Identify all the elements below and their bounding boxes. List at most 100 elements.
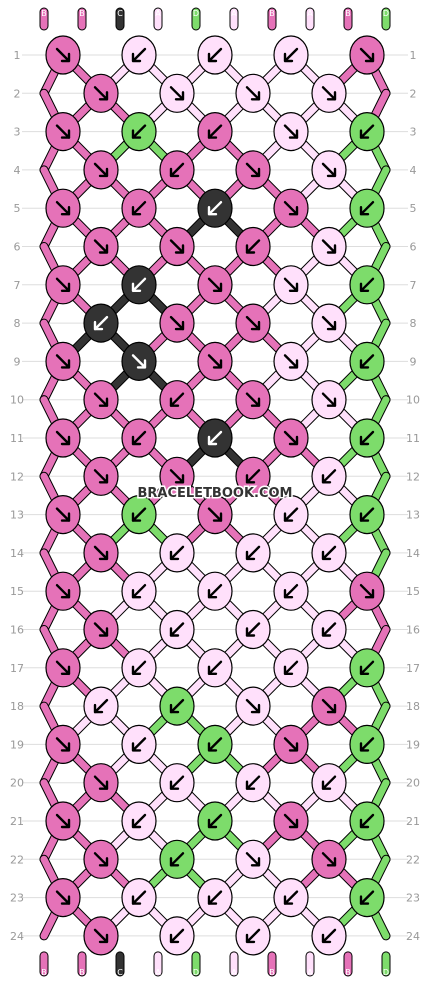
knot[interactable] [45, 341, 81, 381]
knot[interactable] [235, 456, 271, 496]
knot[interactable] [235, 839, 271, 879]
knot[interactable] [121, 494, 157, 535]
knot[interactable] [83, 763, 119, 803]
knot[interactable] [45, 494, 81, 535]
knot[interactable] [235, 303, 271, 343]
knot[interactable] [349, 877, 385, 918]
knot[interactable] [197, 188, 233, 228]
knot[interactable] [159, 456, 195, 496]
knot[interactable] [197, 35, 233, 75]
knot[interactable] [311, 226, 347, 267]
knot[interactable] [311, 456, 347, 496]
knot[interactable] [311, 303, 347, 343]
knot[interactable] [349, 801, 385, 841]
knot[interactable] [121, 112, 157, 152]
knot[interactable] [273, 418, 309, 458]
knot[interactable] [45, 35, 81, 75]
knot[interactable] [349, 35, 385, 75]
knot[interactable] [235, 916, 271, 956]
knot[interactable] [121, 648, 157, 688]
knot[interactable] [197, 648, 233, 688]
knot[interactable] [83, 150, 119, 190]
knot[interactable] [121, 265, 157, 305]
knot[interactable] [311, 609, 347, 650]
knot[interactable] [83, 380, 119, 420]
knot[interactable] [273, 112, 309, 152]
knot[interactable] [83, 533, 119, 573]
knot[interactable] [83, 609, 119, 650]
knot[interactable] [311, 380, 347, 420]
knot[interactable] [45, 724, 81, 765]
knot[interactable] [197, 112, 233, 152]
knot[interactable] [235, 380, 271, 420]
knot[interactable] [45, 112, 81, 152]
knot[interactable] [45, 877, 81, 918]
knot[interactable] [45, 188, 81, 228]
knot[interactable] [235, 150, 271, 190]
knot[interactable] [83, 916, 119, 956]
knot[interactable] [159, 763, 195, 803]
knot[interactable] [273, 571, 309, 611]
knot[interactable] [121, 571, 157, 611]
knot[interactable] [349, 724, 385, 765]
knot[interactable] [159, 533, 195, 573]
knot[interactable] [197, 418, 233, 458]
knot[interactable] [349, 112, 385, 152]
knot[interactable] [311, 533, 347, 573]
knot[interactable] [159, 686, 195, 726]
knot[interactable] [121, 801, 157, 841]
knot[interactable] [197, 494, 233, 535]
knot[interactable] [121, 724, 157, 765]
knot[interactable] [349, 418, 385, 458]
knot[interactable] [121, 418, 157, 458]
knot[interactable] [273, 877, 309, 918]
knot[interactable] [235, 686, 271, 726]
knot[interactable] [121, 877, 157, 918]
knot[interactable] [235, 533, 271, 573]
knot[interactable] [45, 418, 81, 458]
knot[interactable] [349, 494, 385, 535]
knot[interactable] [121, 188, 157, 228]
knot[interactable] [311, 763, 347, 803]
knot[interactable] [159, 609, 195, 650]
knot[interactable] [273, 265, 309, 305]
knot[interactable] [235, 226, 271, 267]
knot[interactable] [159, 839, 195, 879]
knot[interactable] [311, 916, 347, 956]
knot[interactable] [311, 150, 347, 190]
knot[interactable] [349, 188, 385, 228]
knot[interactable] [235, 763, 271, 803]
knot[interactable] [121, 35, 157, 75]
knot[interactable] [159, 150, 195, 190]
knot[interactable] [273, 35, 309, 75]
knot[interactable] [83, 303, 119, 343]
knot[interactable] [273, 648, 309, 688]
knot[interactable] [197, 265, 233, 305]
knot[interactable] [45, 265, 81, 305]
knot[interactable] [197, 341, 233, 381]
knot[interactable] [45, 571, 81, 611]
knot[interactable] [83, 226, 119, 267]
knot[interactable] [311, 686, 347, 726]
knot[interactable] [273, 724, 309, 765]
knot[interactable] [235, 609, 271, 650]
knot[interactable] [83, 839, 119, 879]
knot[interactable] [311, 73, 347, 113]
knot[interactable] [235, 73, 271, 113]
knot[interactable] [197, 571, 233, 611]
knot[interactable] [349, 648, 385, 688]
knot[interactable] [349, 341, 385, 381]
knot[interactable] [349, 571, 385, 611]
knot[interactable] [197, 724, 233, 765]
knot[interactable] [83, 686, 119, 726]
knot[interactable] [197, 801, 233, 841]
knot[interactable] [159, 916, 195, 956]
knot[interactable] [121, 341, 157, 381]
knot[interactable] [273, 494, 309, 535]
knot[interactable] [45, 648, 81, 688]
knot[interactable] [83, 73, 119, 113]
knot[interactable] [159, 380, 195, 420]
knot[interactable] [349, 265, 385, 305]
knot[interactable] [273, 188, 309, 228]
knot[interactable] [273, 801, 309, 841]
